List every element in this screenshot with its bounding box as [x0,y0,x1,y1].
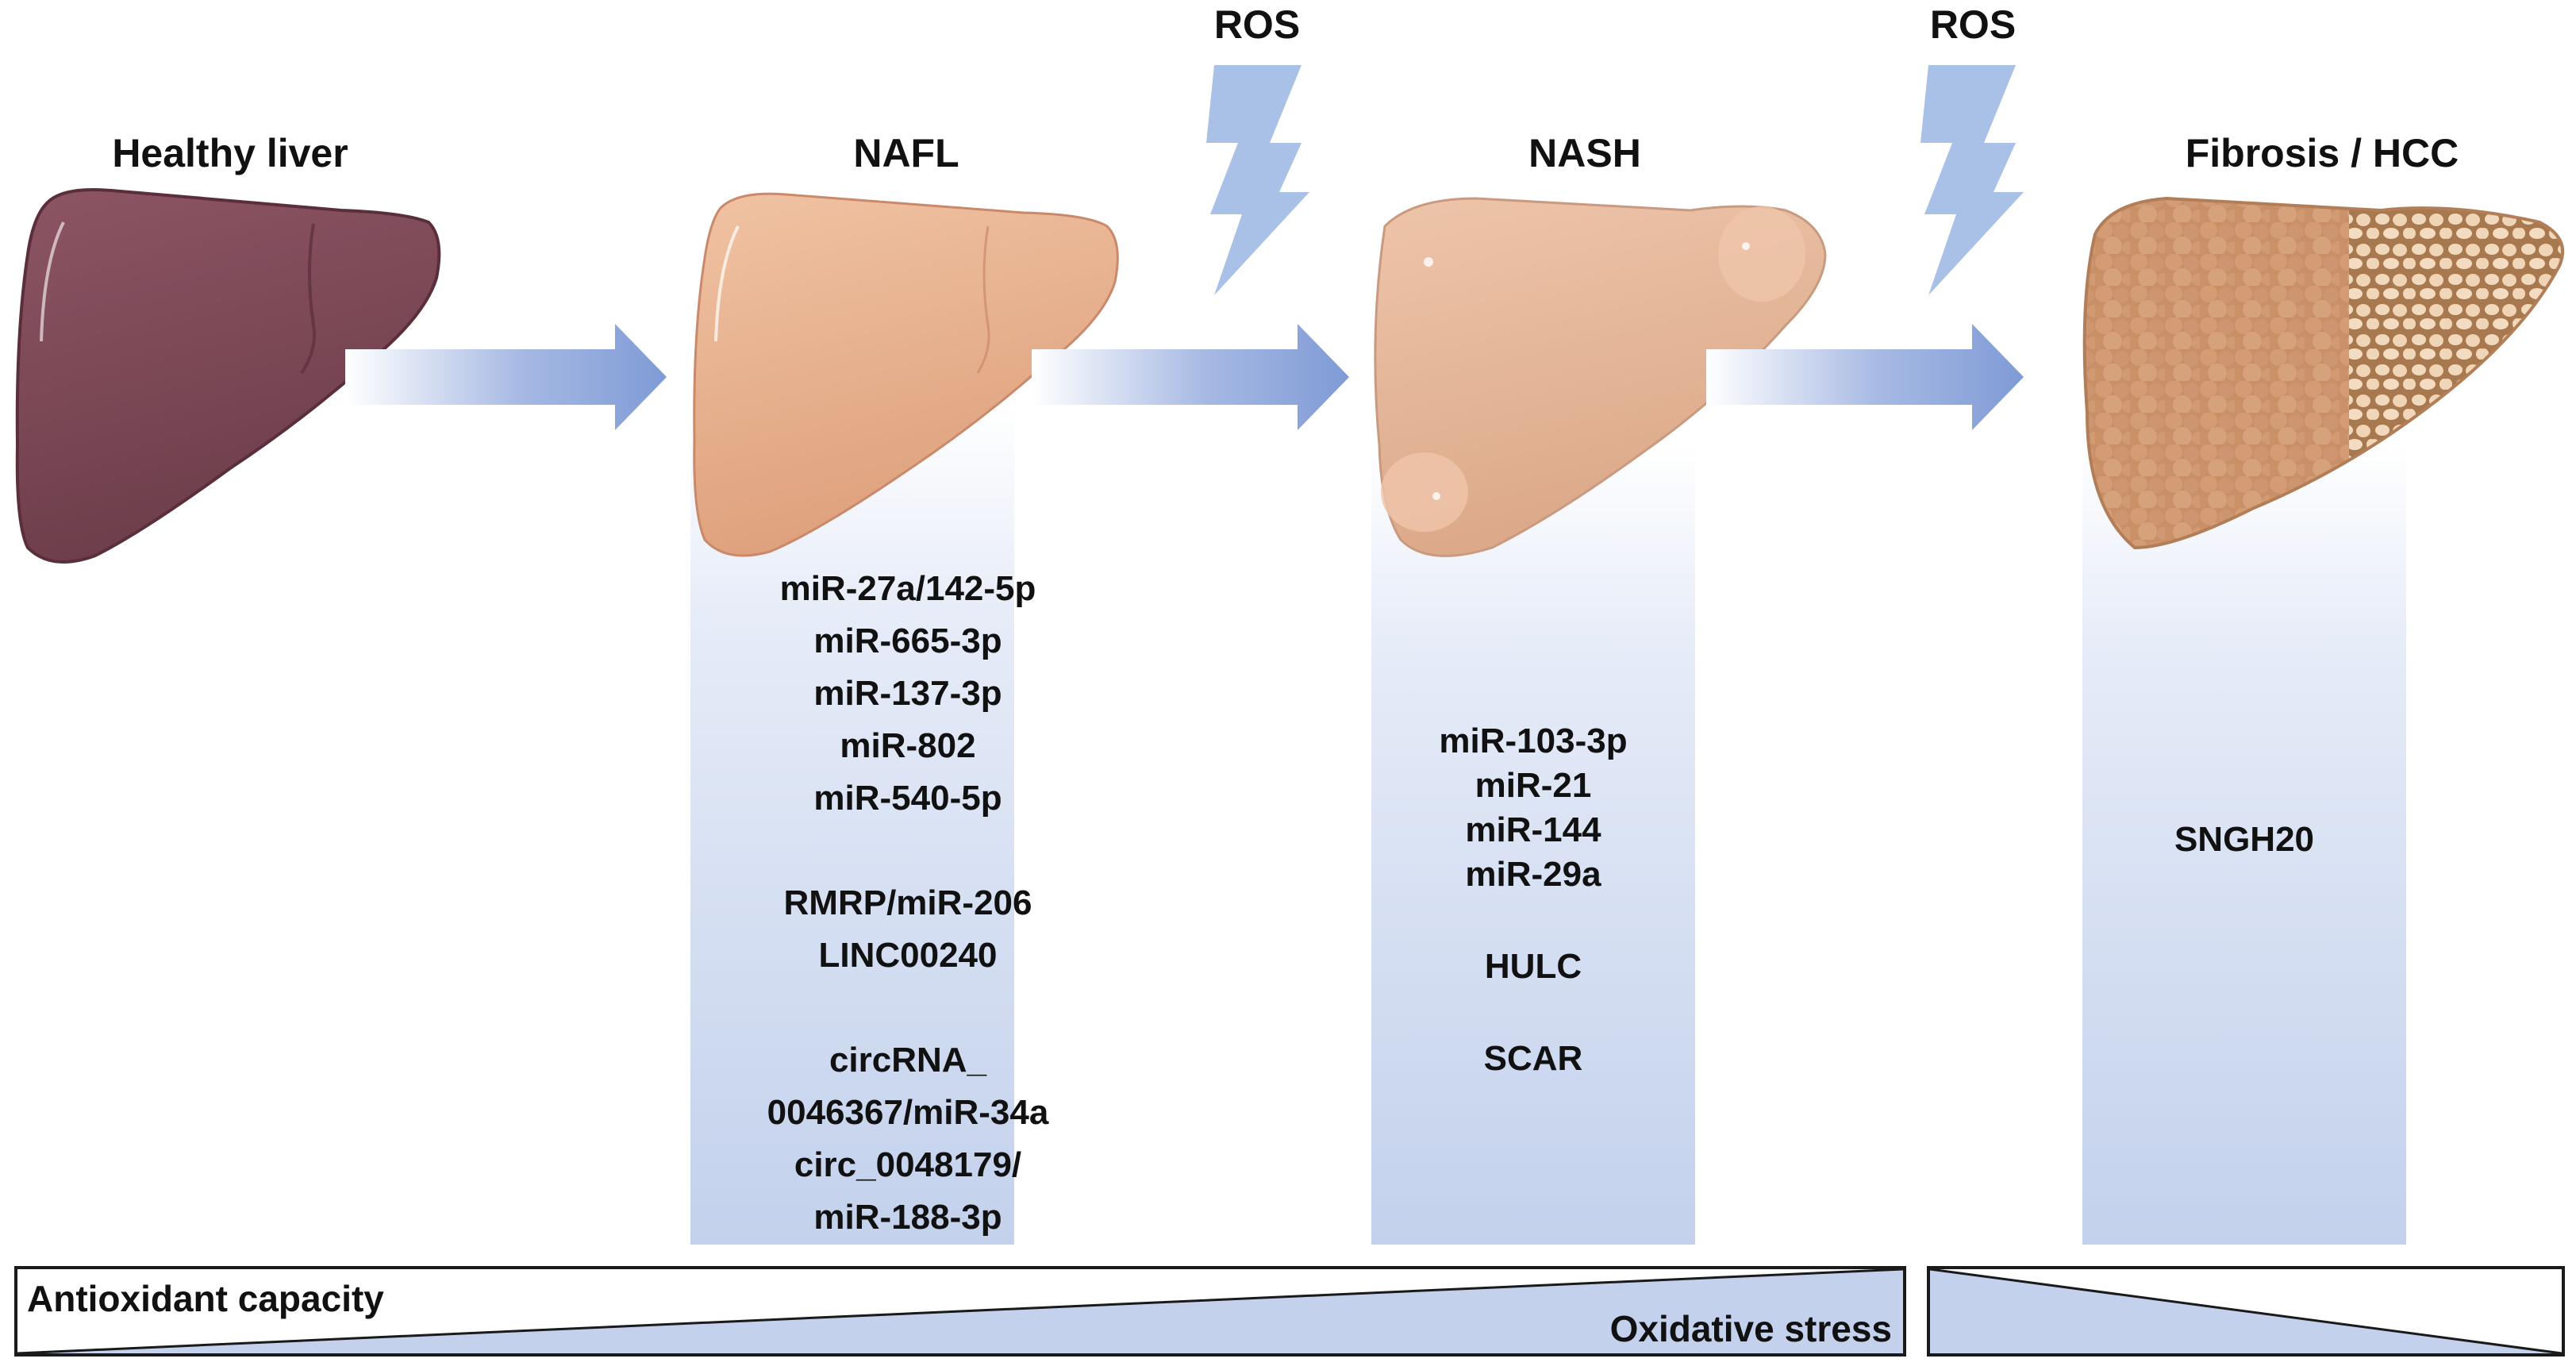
molecule-label: 0046367/miR-34a [767,1093,1049,1132]
antioxidant-capacity-label: Antioxidant capacity [27,1278,384,1319]
fibrosis-column [2082,444,2406,1245]
nash-molecule-list: miR-103-3p miR-21 miR-144 miR-29a HULC S… [1439,722,1627,1078]
lightning-bolt-icon [1920,65,2024,295]
stage-title-nafl: NAFL [853,131,959,175]
molecule-label: HULC [1485,947,1582,986]
molecule-label: SCAR [1484,1039,1583,1078]
ros-label-1: ROS [1214,2,1300,47]
stage-title-healthy: Healthy liver [112,131,348,175]
molecule-label: miR-802 [840,726,975,765]
molecule-label: miR-144 [1465,810,1601,849]
molecule-label: SNGH20 [2174,820,2314,859]
arrow-nafl-to-nash [1032,324,1349,430]
antioxidant-oxidative-bar: Antioxidant capacity Oxidative stress [14,1266,1906,1357]
arrow-healthy-to-nafl [345,324,667,430]
molecule-label: circRNA_ [829,1041,987,1079]
molecule-label: miR-137-3p [813,674,1002,713]
oxidative-stress-label: Oxidative stress [1610,1308,1892,1349]
nash-liver-image [1374,197,1827,557]
molecule-label: LINC00240 [818,936,997,975]
stage-title-fibrosis: Fibrosis / HCC [2186,131,2459,175]
molecule-label: miR-29a [1465,855,1601,894]
nafl-liver-image [693,192,1119,557]
molecule-label: circ_0048179/ [794,1145,1021,1184]
molecule-label: miR-540-5p [813,779,1002,818]
stage-title-nash: NASH [1528,131,1641,175]
molecule-label: RMRP/miR-206 [784,883,1032,922]
molecule-label: miR-188-3p [813,1198,1002,1237]
healthy-liver-image [15,188,441,564]
fibrosis-molecule-list: SNGH20 [2174,820,2314,859]
right-gradient-bar [1927,1266,2565,1357]
lightning-bolt-icon [1206,65,1309,295]
nash-column [1371,444,1695,1245]
molecule-label: miR-103-3p [1439,722,1627,760]
molecule-label: miR-21 [1475,766,1592,805]
arrow-nash-to-fibrosis [1706,324,2024,430]
nafl-molecule-list: miR-27a/142-5p miR-665-3p miR-137-3p miR… [767,569,1049,1237]
molecule-label: miR-665-3p [813,622,1002,660]
molecule-label: miR-27a/142-5p [780,569,1036,608]
ros-label-2: ROS [1930,2,2016,47]
